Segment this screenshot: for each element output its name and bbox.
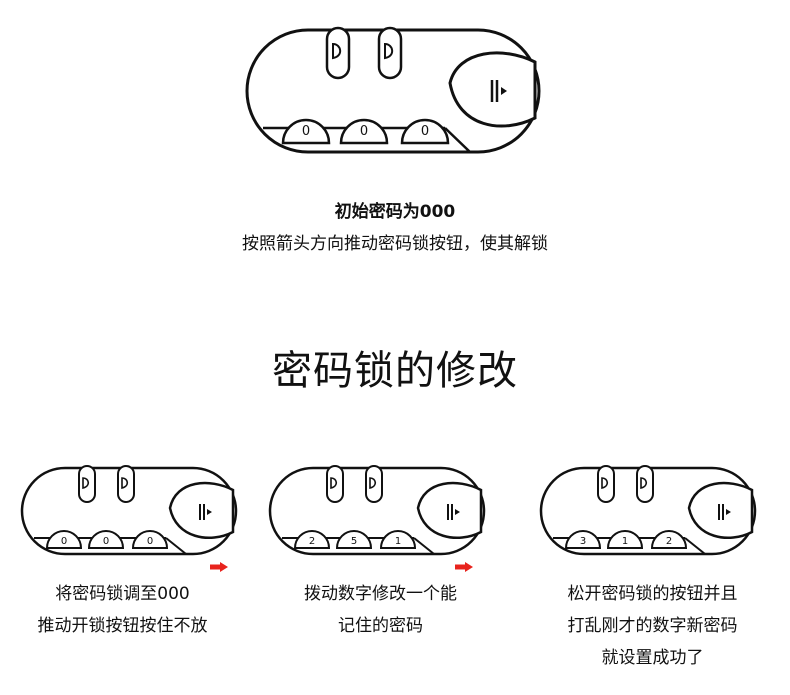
lock-illustration-step-2: 2 5 1 — [268, 465, 486, 556]
number-dial[interactable]: 1 — [606, 530, 644, 549]
lock-illustration-initial: 0 0 0 — [245, 26, 541, 154]
number-dial[interactable]: 0 — [87, 530, 125, 549]
caption-line: 松开密码锁的按钮并且 — [567, 584, 738, 604]
number-dial[interactable]: 0 — [281, 118, 331, 145]
push-right-arrow-icon — [455, 557, 473, 576]
dial-digit: 0 — [103, 536, 109, 547]
caption-line: 记住的密码 — [338, 616, 423, 636]
dial-digit: 0 — [147, 536, 153, 547]
number-dial[interactable]: 3 — [564, 530, 602, 549]
number-dial[interactable]: 5 — [335, 530, 373, 549]
number-dial[interactable]: 1 — [379, 530, 417, 549]
number-dial[interactable]: 0 — [339, 118, 389, 145]
dial-digit: 5 — [351, 536, 357, 547]
dial-digit: 0 — [421, 124, 429, 139]
caption-line: 推动开锁按钮按住不放 — [37, 616, 208, 636]
caption-line: 拨动数字修改一个能 — [304, 584, 457, 604]
dial-digit: 2 — [666, 536, 672, 547]
step-caption-3: 松开密码锁的按钮并且 打乱刚才的数字新密码 就设置成功了 — [530, 578, 775, 674]
caption-line: 打乱刚才的数字新密码 — [567, 616, 738, 636]
dial-digit: 0 — [360, 124, 368, 139]
number-dial[interactable]: 0 — [131, 530, 169, 549]
lock-illustration-step-1: 0 0 0 — [20, 465, 238, 556]
push-right-arrow-icon — [210, 557, 228, 576]
step-caption-1: 将密码锁调至000 推动开锁按钮按住不放 — [0, 578, 245, 642]
number-dial[interactable]: 0 — [45, 530, 83, 549]
caption-line: 就设置成功了 — [601, 648, 704, 668]
dial-digit: 0 — [302, 124, 310, 139]
dial-digit: 2 — [309, 536, 315, 547]
caption-line: 将密码锁调至000 — [55, 584, 190, 604]
step-caption-2: 拨动数字修改一个能 记住的密码 — [258, 578, 503, 642]
initial-password-caption: 初始密码为000 — [334, 202, 456, 222]
dial-digit: 0 — [61, 536, 67, 547]
number-dial[interactable]: 0 — [400, 118, 450, 145]
lock-illustration-step-3: 3 1 2 — [539, 465, 757, 556]
dial-digit: 1 — [395, 536, 401, 547]
number-dial[interactable]: 2 — [293, 530, 331, 549]
dial-digit: 3 — [580, 536, 586, 547]
dial-digit: 1 — [622, 536, 628, 547]
section-title: 密码锁的修改 — [272, 348, 518, 394]
unlock-instruction: 按照箭头方向推动密码锁按钮，使其解锁 — [242, 234, 548, 254]
number-dial[interactable]: 2 — [650, 530, 688, 549]
